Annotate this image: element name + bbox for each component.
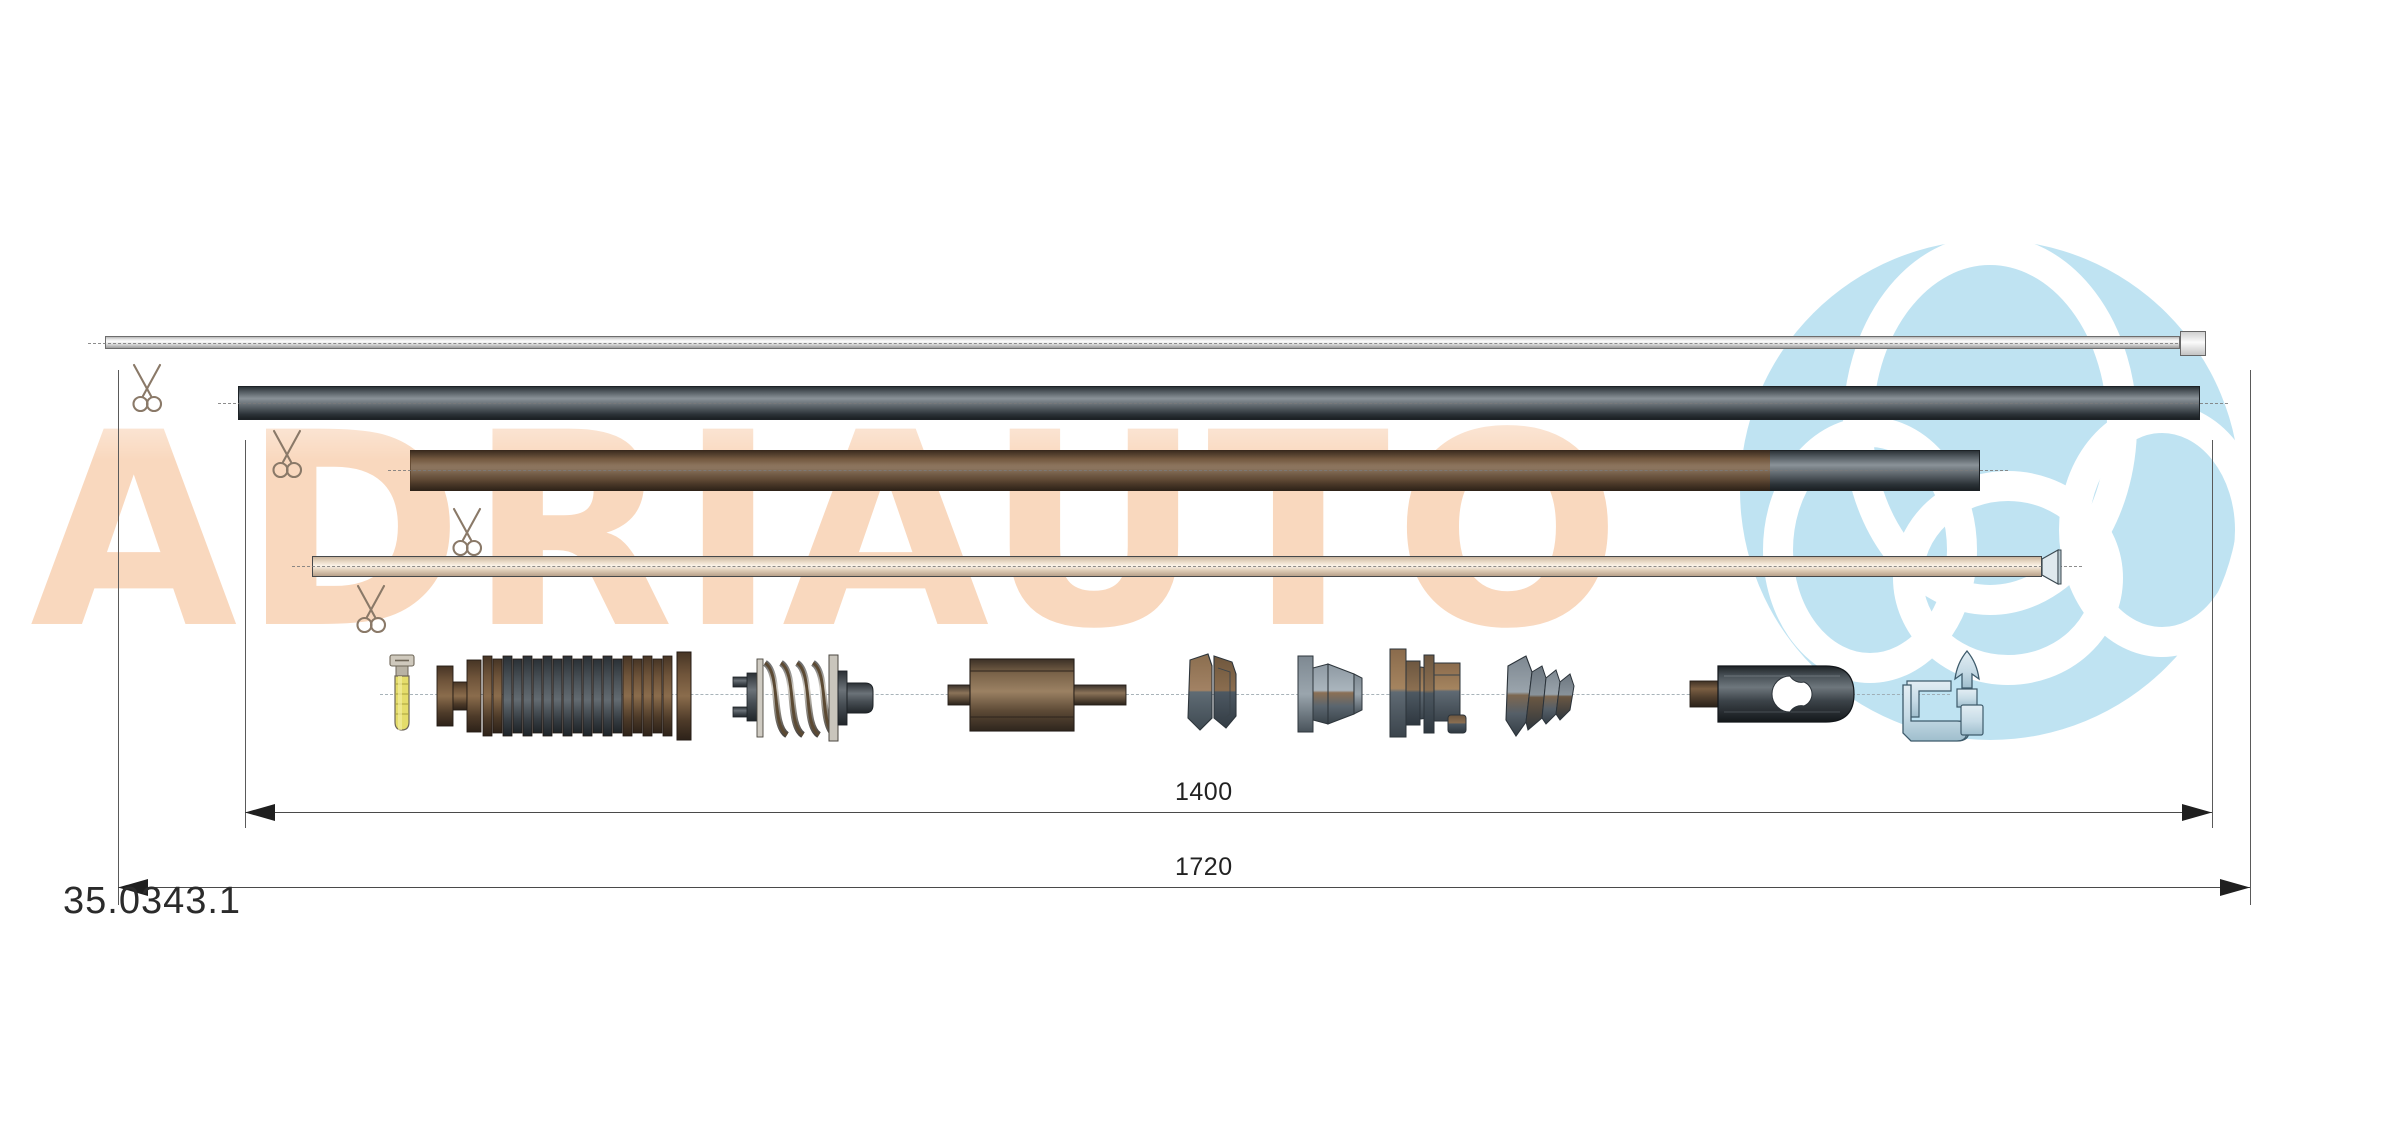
scissors-icon — [268, 428, 306, 480]
extension-line-right-outer — [2250, 370, 2251, 905]
core-wire-centerline — [292, 566, 2082, 567]
angled-wedge-part — [1505, 652, 1578, 745]
components-row-centerline — [380, 694, 1950, 695]
scissors-icon — [448, 506, 486, 558]
rubber-bellows-part — [436, 651, 707, 745]
retaining-clip-part — [1901, 645, 2001, 750]
dimension-label-inner: 1400 — [1175, 778, 1233, 806]
tapered-grommet-part — [1297, 652, 1368, 741]
flanged-bushing-part — [1389, 645, 1476, 748]
dimension-arrow-outer-right — [2216, 878, 2250, 902]
dimension-line-inner — [245, 812, 2212, 813]
cone-tip-fitting — [2041, 548, 2062, 586]
cylindrical-barrel-part — [947, 655, 1127, 740]
end-cap-ferrule — [2180, 331, 2206, 356]
dimension-arrow-inner-left — [245, 803, 279, 827]
dimension-arrow-outer-left — [118, 878, 152, 902]
coil-spring-part — [732, 645, 893, 750]
extension-line-right-inner — [2212, 440, 2213, 828]
extension-line-left-outer — [118, 370, 119, 905]
outer-sheath-rod — [105, 336, 2180, 349]
wedge-clamp-part — [1186, 652, 1248, 741]
extension-line-left-inner — [245, 440, 246, 828]
part-number-label: 35.0343.1 — [63, 880, 242, 922]
dimension-line-outer — [118, 887, 2250, 888]
outer-sheath-centerline — [88, 343, 2203, 344]
inner-conduit-centerline — [218, 403, 2228, 404]
eyelet-clevis-part — [1689, 662, 1886, 731]
dimension-label-outer: 1720 — [1175, 853, 1233, 881]
scissors-icon — [352, 583, 390, 635]
brown-sleeve-centerline — [388, 470, 2008, 471]
adjuster-screw-part — [386, 653, 418, 744]
scissors-icon — [128, 362, 166, 414]
dimension-arrow-inner-right — [2178, 803, 2212, 827]
